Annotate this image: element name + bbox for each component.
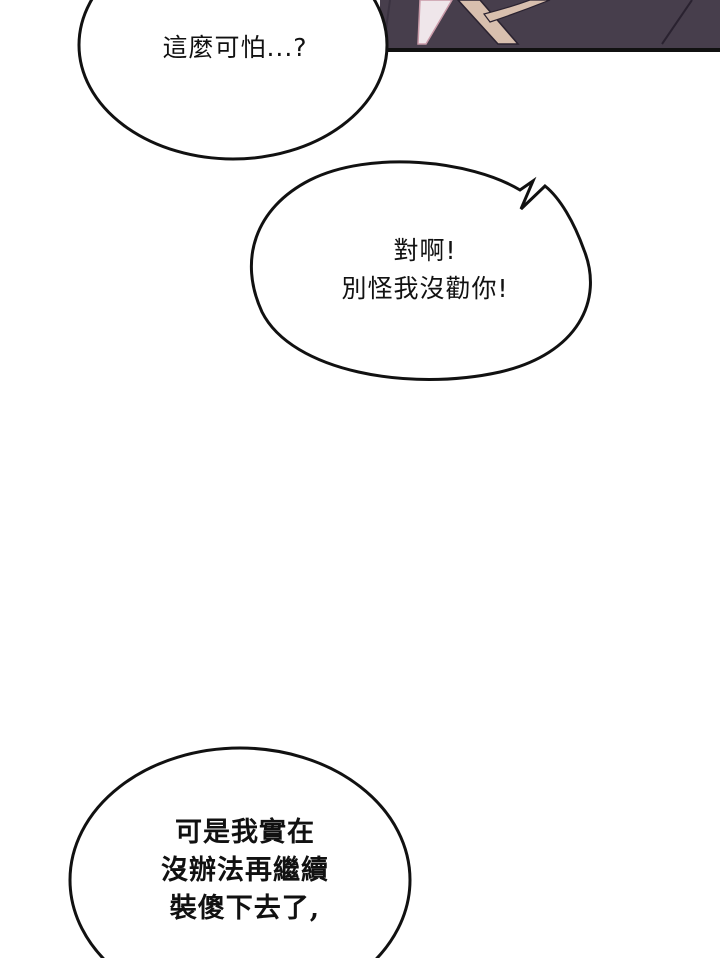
speech-bubble-1 xyxy=(77,0,389,161)
speech-bubble-1-text: 這麼可怕...? xyxy=(162,33,308,62)
speech-bubble-3-text: 可是我實在 沒辦法再繼續 裝傻下去了, xyxy=(161,817,329,924)
speech-bubble-2-text: 對啊! 別怪我沒勸你! xyxy=(341,236,509,303)
panel-illustration xyxy=(380,0,720,48)
comic-panel-art xyxy=(380,0,720,52)
speech-bubble-2 xyxy=(249,160,592,381)
speech-bubble-3 xyxy=(68,746,412,958)
